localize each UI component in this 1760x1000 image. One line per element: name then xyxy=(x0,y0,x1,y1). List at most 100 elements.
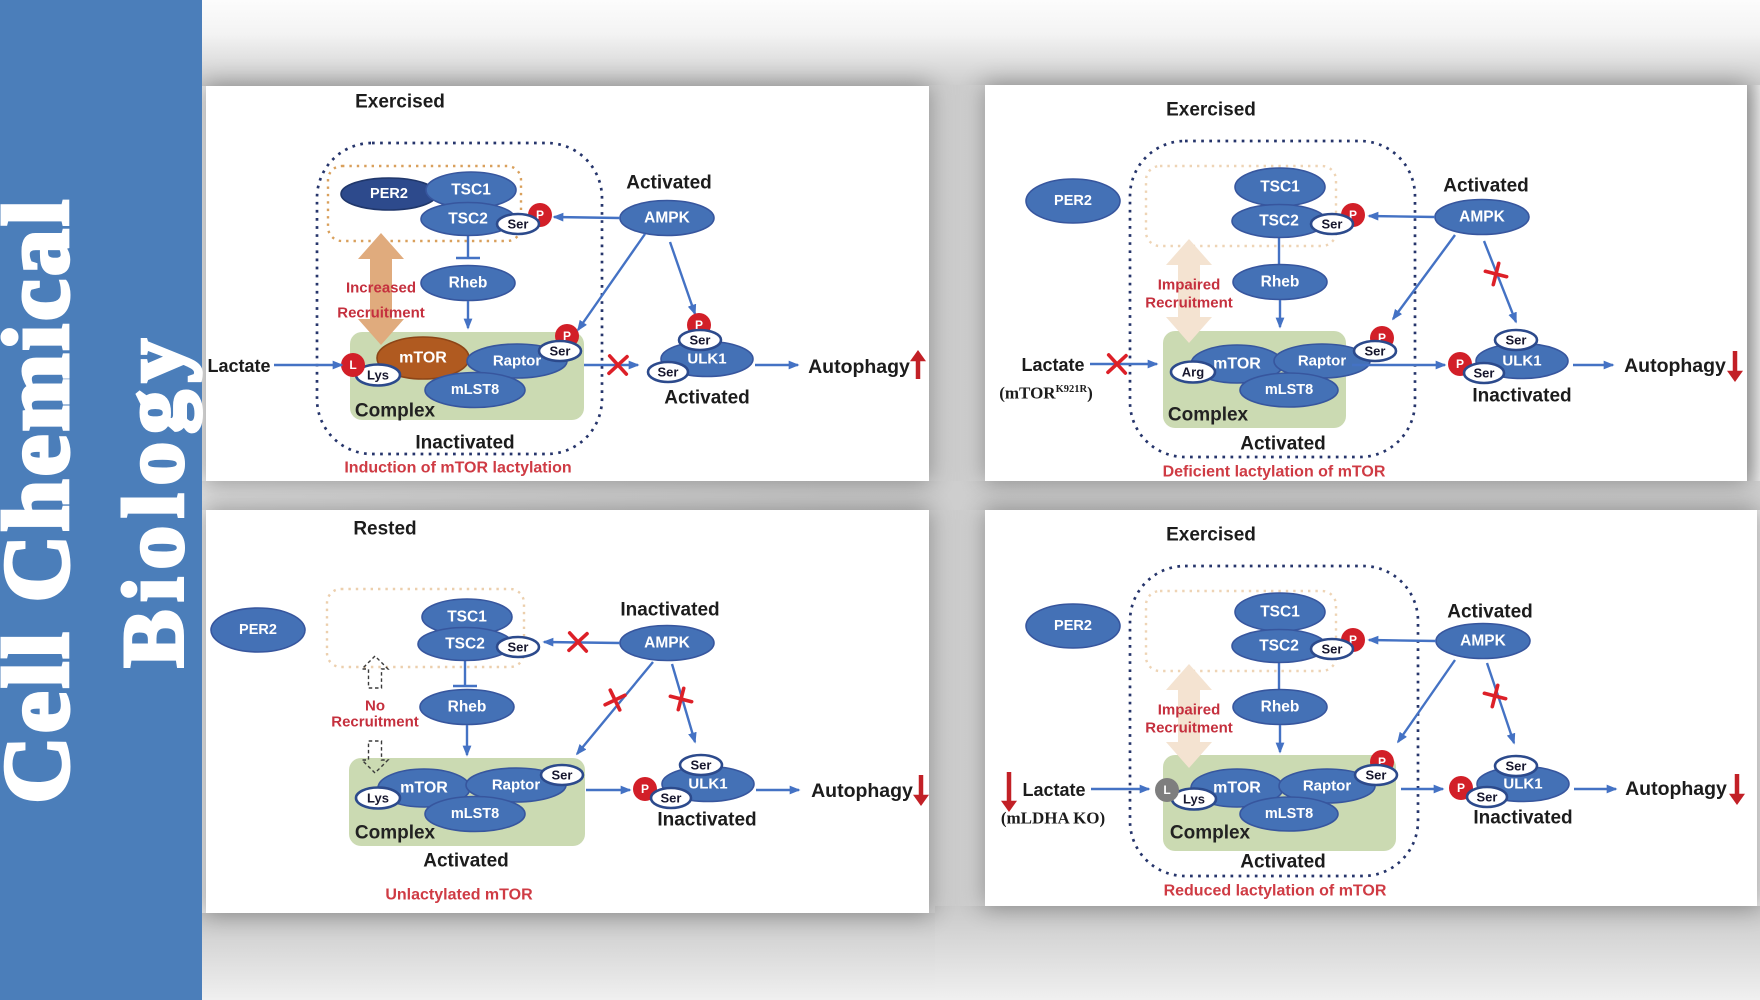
svg-text:Ser: Ser xyxy=(550,344,571,359)
svg-text:Activated: Activated xyxy=(1240,852,1326,873)
svg-text:Ser: Ser xyxy=(1477,790,1498,805)
svg-text:Activated: Activated xyxy=(1447,602,1533,623)
svg-text:P: P xyxy=(1378,331,1386,345)
svg-text:TSC2: TSC2 xyxy=(445,636,485,653)
svg-text:Rheb: Rheb xyxy=(1261,274,1300,291)
svg-text:Exercised: Exercised xyxy=(1166,100,1256,121)
svg-text:Recruitment: Recruitment xyxy=(1145,720,1233,737)
svg-text:P: P xyxy=(1457,781,1465,795)
svg-text:Inactivated: Inactivated xyxy=(657,810,756,831)
svg-text:TSC1: TSC1 xyxy=(1260,604,1300,621)
svg-text:(mLDHA KO): (mLDHA KO) xyxy=(1001,809,1105,828)
svg-text:Ser: Ser xyxy=(1322,642,1343,657)
svg-text:Ser: Ser xyxy=(658,365,679,380)
svg-text:Ser: Ser xyxy=(661,791,682,806)
svg-text:Ser: Ser xyxy=(552,768,573,783)
svg-text:Exercised: Exercised xyxy=(355,92,445,113)
svg-text:P: P xyxy=(1378,755,1386,769)
svg-text:P: P xyxy=(1349,208,1357,222)
svg-text:Deficient lactylation of mTOR: Deficient lactylation of mTOR xyxy=(1163,464,1386,481)
svg-text:mTOR: mTOR xyxy=(399,350,447,367)
svg-text:(mTORK921R): (mTORK921R) xyxy=(999,384,1093,403)
svg-text:Ser: Ser xyxy=(1365,344,1386,359)
svg-text:Recruitment: Recruitment xyxy=(337,305,425,322)
svg-text:AMPK: AMPK xyxy=(644,635,690,652)
svg-text:Recruitment: Recruitment xyxy=(1145,295,1233,312)
svg-text:mTOR: mTOR xyxy=(1213,356,1261,373)
svg-text:P: P xyxy=(1456,357,1464,371)
svg-text:mLST8: mLST8 xyxy=(1265,382,1313,398)
svg-text:TSC1: TSC1 xyxy=(1260,179,1300,196)
svg-text:Raptor: Raptor xyxy=(1303,778,1351,795)
svg-text:Inactivated: Inactivated xyxy=(1473,808,1572,829)
svg-text:P: P xyxy=(641,782,649,796)
svg-text:L: L xyxy=(1163,783,1170,797)
svg-text:mTOR: mTOR xyxy=(1213,780,1261,797)
svg-text:ULK1: ULK1 xyxy=(1502,353,1541,370)
svg-text:Ser: Ser xyxy=(508,217,529,232)
svg-text:Lys: Lys xyxy=(367,791,389,806)
svg-text:ULK1: ULK1 xyxy=(688,776,727,793)
svg-text:Recruitment: Recruitment xyxy=(331,714,419,731)
svg-text:Impaired: Impaired xyxy=(1158,702,1221,719)
svg-text:AMPK: AMPK xyxy=(1460,633,1506,650)
svg-text:Rheb: Rheb xyxy=(448,699,487,716)
svg-text:mLST8: mLST8 xyxy=(451,382,499,398)
svg-text:Ser: Ser xyxy=(690,333,711,348)
svg-text:Unlactylated mTOR: Unlactylated mTOR xyxy=(385,887,533,904)
svg-text:Activated: Activated xyxy=(1240,434,1326,455)
svg-text:Complex: Complex xyxy=(1168,405,1249,426)
svg-text:Activated: Activated xyxy=(664,388,750,409)
svg-text:Complex: Complex xyxy=(355,823,436,844)
svg-text:PER2: PER2 xyxy=(1054,193,1092,209)
svg-text:mLST8: mLST8 xyxy=(451,806,499,822)
svg-text:Ser: Ser xyxy=(1366,768,1387,783)
svg-text:Exercised: Exercised xyxy=(1166,525,1256,546)
svg-text:ULK1: ULK1 xyxy=(687,351,726,368)
svg-text:Inactivated: Inactivated xyxy=(415,433,514,454)
svg-text:Raptor: Raptor xyxy=(492,777,540,794)
svg-text:Increased: Increased xyxy=(346,280,416,297)
svg-text:TSC2: TSC2 xyxy=(448,211,488,228)
svg-text:Ser: Ser xyxy=(1506,333,1527,348)
svg-text:Inactivated: Inactivated xyxy=(620,600,719,621)
svg-text:Complex: Complex xyxy=(1170,823,1251,844)
svg-text:Induction of mTOR lactylation: Induction of mTOR lactylation xyxy=(344,460,571,477)
svg-text:Activated: Activated xyxy=(626,173,712,194)
svg-text:No: No xyxy=(365,698,385,715)
svg-text:TSC2: TSC2 xyxy=(1259,638,1299,655)
svg-text:P: P xyxy=(536,208,544,222)
svg-text:P: P xyxy=(1349,633,1357,647)
svg-text:Activated: Activated xyxy=(423,851,509,872)
svg-text:P: P xyxy=(695,318,703,332)
svg-text:Rheb: Rheb xyxy=(1261,699,1300,716)
svg-text:Activated: Activated xyxy=(1443,176,1529,197)
svg-text:TSC1: TSC1 xyxy=(447,609,487,626)
svg-text:Autophagy: Autophagy xyxy=(1625,778,1727,800)
svg-text:Ser: Ser xyxy=(508,640,529,655)
svg-text:Autophagy: Autophagy xyxy=(811,780,913,802)
svg-text:Lactate: Lactate xyxy=(1022,780,1085,800)
svg-text:Lactate: Lactate xyxy=(207,356,270,376)
svg-text:Inactivated: Inactivated xyxy=(1472,386,1571,407)
svg-text:Reduced lactylation of mTOR: Reduced lactylation of mTOR xyxy=(1164,883,1387,900)
svg-text:Arg: Arg xyxy=(1182,365,1204,380)
svg-text:Raptor: Raptor xyxy=(1298,353,1346,370)
svg-text:Ser: Ser xyxy=(691,758,712,773)
svg-text:P: P xyxy=(563,329,571,343)
svg-text:AMPK: AMPK xyxy=(644,210,690,227)
svg-text:Raptor: Raptor xyxy=(493,353,541,370)
svg-text:AMPK: AMPK xyxy=(1459,209,1505,226)
svg-text:Rheb: Rheb xyxy=(449,275,488,292)
svg-text:Lys: Lys xyxy=(1183,792,1205,807)
svg-text:ULK1: ULK1 xyxy=(1503,776,1542,793)
svg-text:L: L xyxy=(349,358,356,372)
svg-text:Complex: Complex xyxy=(355,401,436,422)
svg-text:mLST8: mLST8 xyxy=(1265,806,1313,822)
svg-text:Impaired: Impaired xyxy=(1158,277,1221,294)
svg-text:Rested: Rested xyxy=(353,519,416,540)
svg-text:PER2: PER2 xyxy=(370,186,408,202)
svg-text:PER2: PER2 xyxy=(1054,618,1092,634)
svg-text:TSC2: TSC2 xyxy=(1259,213,1299,230)
svg-text:Lys: Lys xyxy=(367,368,389,383)
